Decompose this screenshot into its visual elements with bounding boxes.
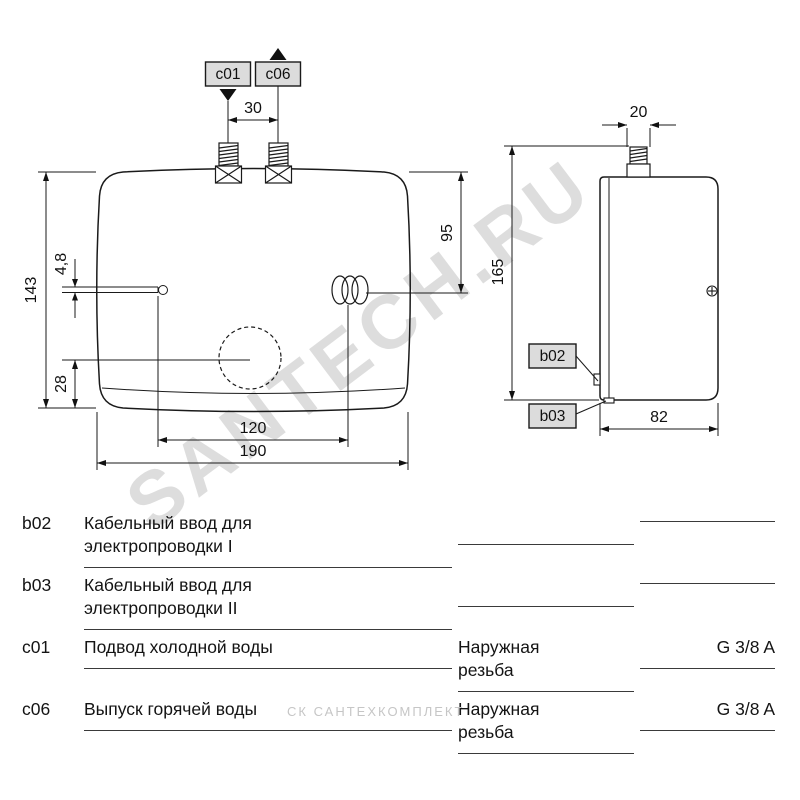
label-b02-box <box>528 343 577 369</box>
dim-30-label: 30 <box>244 100 262 117</box>
dim-165-label: 165 <box>490 259 507 286</box>
body-fills <box>96 168 718 412</box>
label-c01-box <box>204 61 252 87</box>
table-row: b03 Кабельный ввод для электропроводки I… <box>22 568 775 630</box>
label-b03: b03 <box>540 408 566 425</box>
row-size <box>640 568 775 584</box>
dim-20-label: 20 <box>630 104 648 121</box>
front-body-outline <box>96 167 411 413</box>
row-description: Кабельный ввод для электропроводки II <box>84 568 452 630</box>
dim-190-label: 190 <box>240 443 267 460</box>
table-row: c06 Выпуск горячей воды Наружная резьба … <box>22 692 775 754</box>
front-dimensions <box>38 48 468 470</box>
table-row: c01 Подвод холодной воды Наружная резьба… <box>22 630 775 692</box>
row-thread-text: Наружная резьба <box>458 699 540 742</box>
row-thread: Наружная резьба <box>458 692 634 754</box>
cold-inlet-pipe <box>214 142 243 184</box>
sensor-tube <box>62 285 168 295</box>
diagram-text: c01 c06 30 95 143 4,8 28 120 190 20 165 … <box>23 66 668 460</box>
row-description: Подвод холодной воды <box>84 630 452 669</box>
label-b02: b02 <box>540 348 566 365</box>
dim-120-label: 120 <box>240 420 267 437</box>
row-thread-text: Наружная резьба <box>458 637 540 680</box>
row-description-text: Выпуск горячей воды <box>84 699 258 719</box>
dim-28-label: 28 <box>53 375 70 393</box>
row-code: b03 <box>22 575 52 595</box>
row-thread <box>458 568 634 607</box>
label-b03-box <box>528 403 577 429</box>
row-description-text: Кабельный ввод для электропроводки II <box>84 575 252 618</box>
row-thread <box>458 506 634 545</box>
row-code: c01 <box>22 637 51 657</box>
row-description: Выпуск горячей воды <box>84 692 452 731</box>
side-body-outline <box>599 176 719 401</box>
label-c01: c01 <box>216 66 241 83</box>
row-code: c06 <box>22 699 51 719</box>
flow-down-arrow <box>219 89 237 101</box>
front-body-bottom-seam <box>101 387 406 394</box>
screw-icon <box>706 285 718 297</box>
hot-outlet-pipe <box>264 142 293 184</box>
front-view <box>62 142 411 413</box>
dim-4-8-label: 4,8 <box>53 253 70 275</box>
flow-up-arrow <box>269 48 287 60</box>
side-view <box>593 146 719 404</box>
dim-82-label: 82 <box>650 409 668 426</box>
dim-95-label: 95 <box>439 224 456 242</box>
row-description-text: Подвод холодной воды <box>84 637 273 657</box>
side-dimensions <box>504 122 719 436</box>
row-size: G 3/8 A <box>640 630 775 669</box>
row-description: Кабельный ввод для электропроводки I <box>84 506 452 568</box>
legend-table: b02 Кабельный ввод для электропроводки I… <box>22 506 775 754</box>
control-knob-dashed-circle <box>218 326 282 390</box>
row-description-text: Кабельный ввод для электропроводки I <box>84 513 252 556</box>
row-thread: Наружная резьба <box>458 630 634 692</box>
row-size <box>640 506 775 522</box>
heating-coil <box>331 275 369 305</box>
row-size: G 3/8 A <box>640 692 775 731</box>
side-pipe <box>626 146 651 178</box>
table-row: b02 Кабельный ввод для электропроводки I <box>22 506 775 568</box>
dim-143-label: 143 <box>23 277 40 304</box>
row-code: b02 <box>22 513 52 533</box>
label-c06: c06 <box>266 66 291 83</box>
technical-diagram: SANTECH.RU <box>23 48 719 547</box>
